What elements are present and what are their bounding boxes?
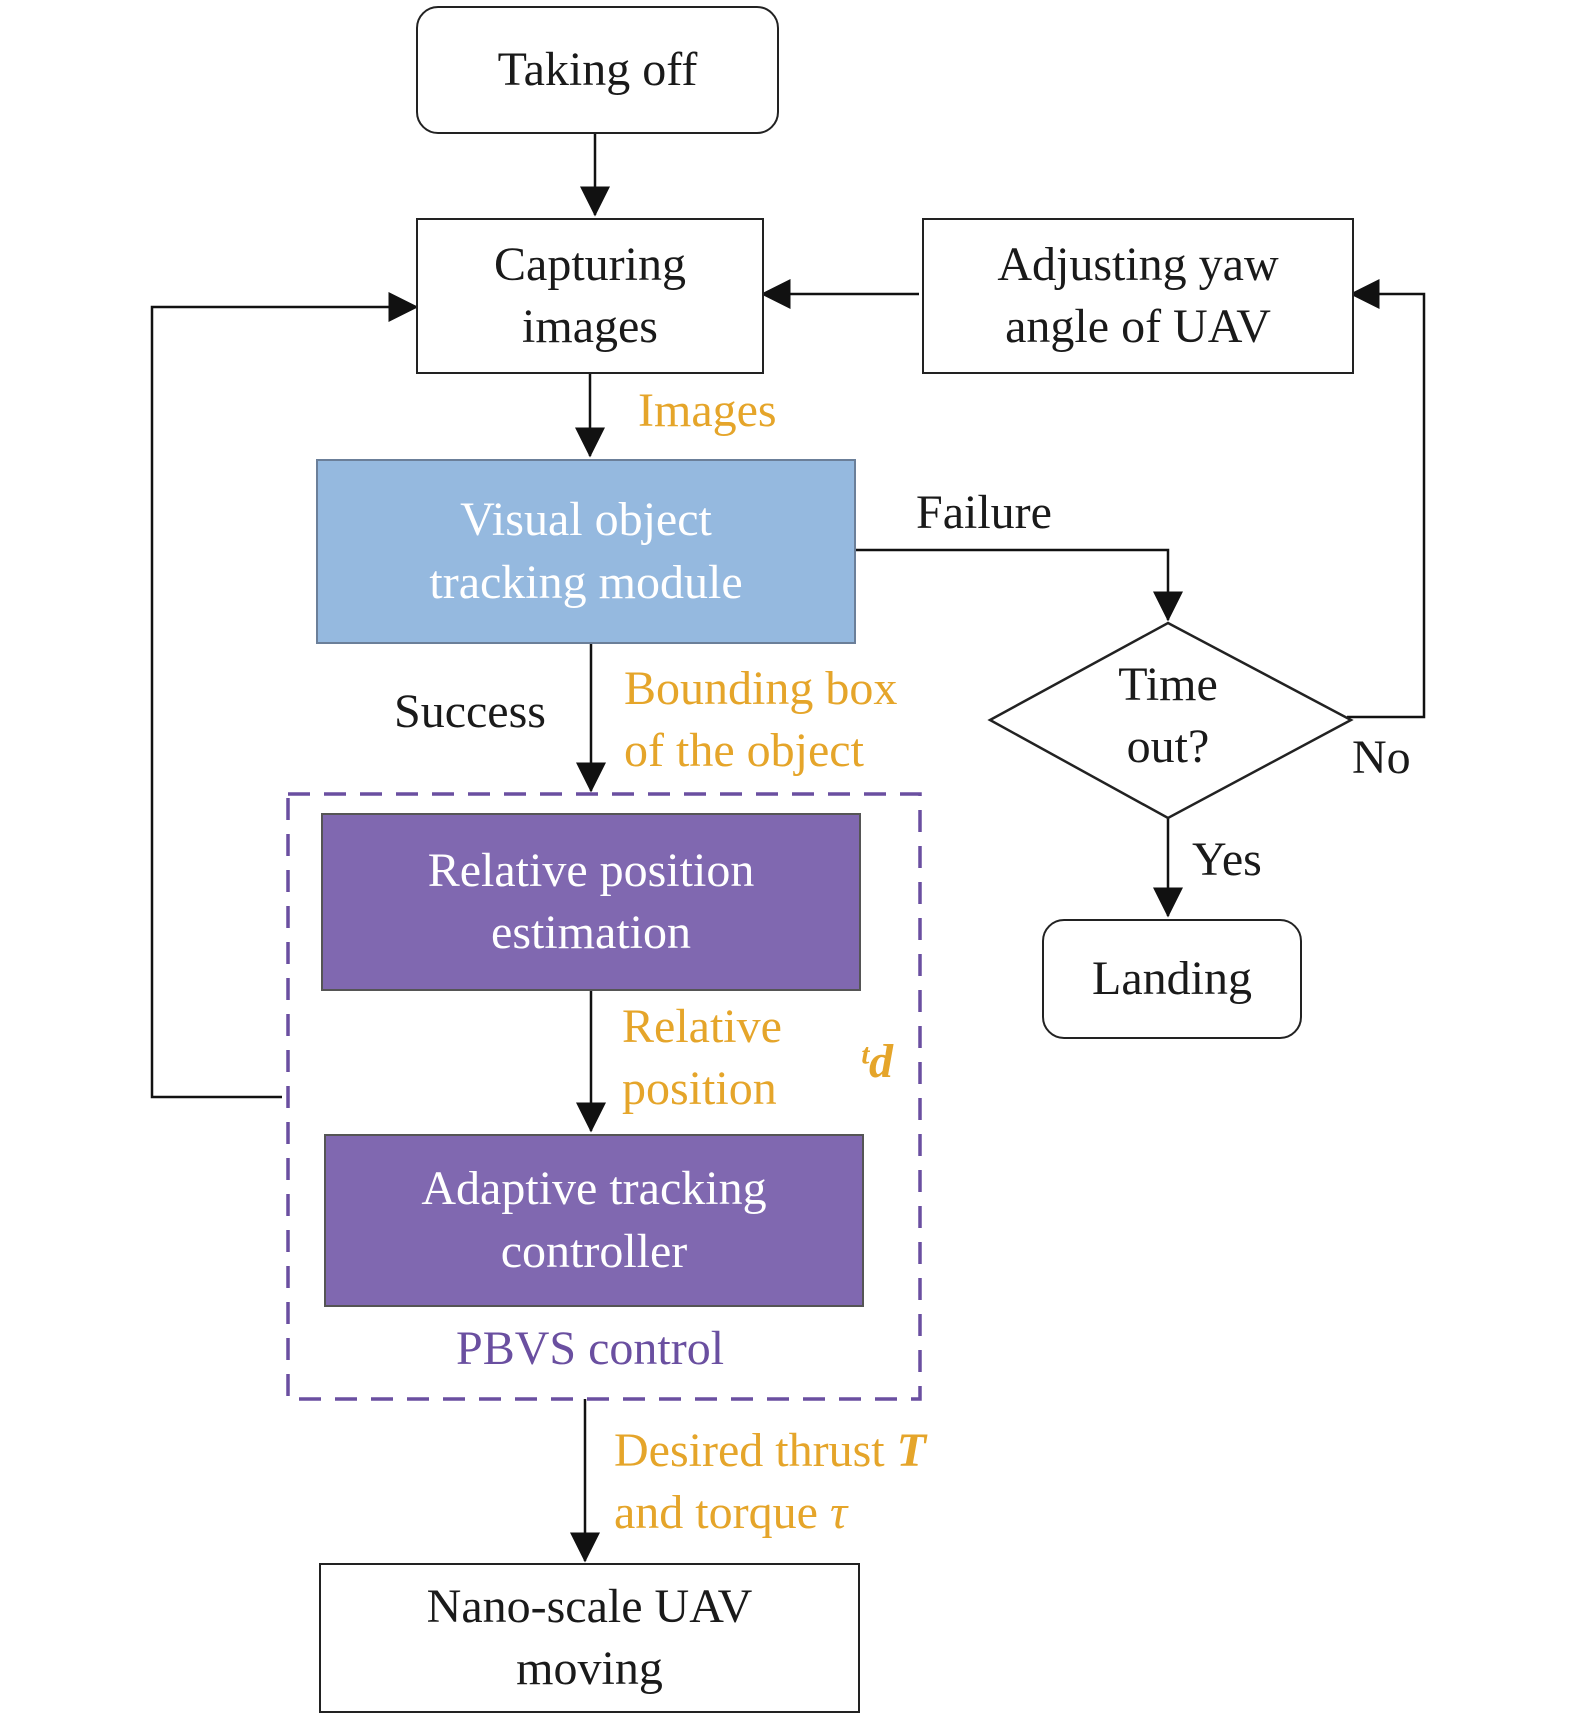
adaptive-tracking-controller-node: Adaptive tracking controller [324,1134,864,1307]
capturing-images-line-2: images [522,300,658,353]
bounding-box-label: Bounding box of the object [624,658,897,783]
bounding-box-line-1: Bounding box [624,662,898,715]
adjusting-yaw-line-1: Adjusting yaw [997,237,1279,291]
timeout-line-2: out? [1126,720,1210,774]
thrust-symbol: T [896,1424,926,1477]
relative-position-label: Relative position [622,996,782,1121]
adjusting-yaw-line-2: angle of UAV [1005,300,1271,353]
timeout-decision-diamond [987,621,1354,820]
uav-moving-line-1: Nano-scale UAV [426,1579,753,1633]
desired-thrust-line: Desired thrust T [614,1420,926,1482]
desired-thrust-text: Desired thrust [614,1424,897,1477]
nano-uav-moving-node: Nano-scale UAV moving [319,1563,860,1713]
visual-tracking-line-2: tracking module [429,555,743,609]
capturing-images-line-1: Capturing [494,237,686,291]
images-label: Images [638,384,777,437]
controller-line-1: Adaptive tracking [421,1162,767,1216]
capturing-images-node: Capturing images [416,218,764,374]
arrow-no-to-yaw [1347,279,1426,719]
controller-line-2: controller [500,1224,688,1278]
arrow-feedback-to-capture [150,292,419,1099]
no-label: No [1352,731,1411,784]
visual-tracking-node: Visual object tracking module [316,459,856,644]
timeout-label: Time out? [1068,654,1268,779]
taking-off-label: Taking off [497,42,698,96]
arrow-failure-to-timeout [852,548,1183,622]
rd-symbol-label: ᵗd [860,1035,894,1088]
timeout-line-1: Time [1118,658,1218,711]
taking-off-node: Taking off [416,6,779,134]
and-torque-text: and torque [614,1486,830,1540]
failure-label: Failure [916,486,1052,539]
yes-label: Yes [1192,833,1262,886]
pbvs-control-label: PBVS control [456,1322,725,1375]
adjusting-yaw-node: Adjusting yaw angle of UAV [922,218,1354,374]
relative-position-line-2: position [622,1062,777,1116]
desired-thrust-label: Desired thrust T and torque τ [614,1420,926,1545]
visual-tracking-line-1: Visual object [460,493,712,547]
relative-position-estimation-node: Relative position estimation [321,813,861,991]
uav-moving-line-2: moving [516,1642,663,1695]
landing-node: Landing [1042,919,1302,1039]
estimation-line-1: Relative position [427,843,755,897]
pbvs-control-container [286,792,922,1401]
torque-symbol: τ [829,1486,848,1540]
relative-position-line-1: Relative [622,1000,782,1053]
landing-label: Landing [1092,951,1252,1005]
and-torque-line: and torque τ [614,1482,926,1544]
success-label: Success [394,685,546,738]
estimation-line-2: estimation [491,906,691,959]
bounding-box-line-2: of the object [624,724,864,778]
